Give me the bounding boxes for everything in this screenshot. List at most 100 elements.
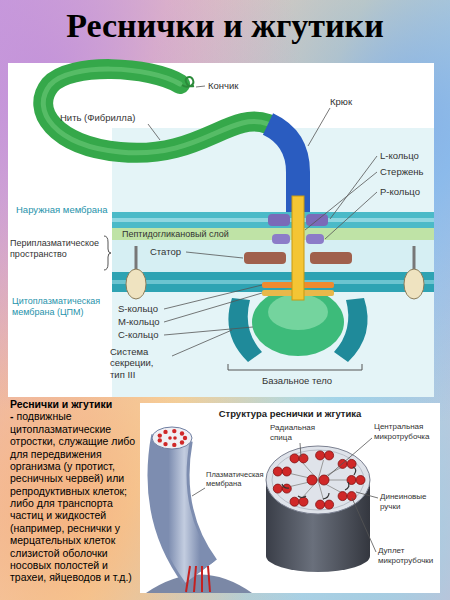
axoneme-cross-section [273, 484, 282, 493]
flagellum-filament [182, 77, 194, 87]
cilium-tube [163, 442, 167, 446]
axoneme-cross-section [345, 482, 349, 490]
stator-units [404, 269, 424, 299]
part-label: Стержень [380, 166, 424, 177]
basal-body [306, 234, 324, 244]
axoneme-cross-section [282, 484, 289, 488]
axoneme-cross-section [282, 467, 291, 476]
cilium-tube [169, 438, 201, 572]
stator-units [126, 269, 146, 299]
description: Реснички и жгутики -подвижные цитоплазма… [10, 398, 137, 584]
leader-lines [164, 327, 253, 335]
part-label: P-кольцо [380, 186, 420, 197]
basal-body [252, 196, 344, 356]
layer-label: Цитоплазматическая мембрана (ЦПМ) [12, 296, 112, 318]
leader-lines [300, 443, 301, 457]
flagellum-filament [43, 69, 268, 153]
flagellum-filament [43, 69, 268, 153]
part-label: Центральная микротрубочка [374, 422, 438, 441]
axoneme-cross-section [356, 476, 365, 485]
description-body: подвижные цитоплазматические отростки, с… [10, 410, 135, 583]
part-label: Плазматическая мембрана [206, 470, 266, 488]
flagellum-panel [8, 63, 434, 397]
stator-units [310, 252, 352, 264]
axoneme-cross-section [325, 500, 334, 509]
panel-heading: Структура реснички и жгутика [140, 408, 440, 419]
part-label: M-кольцо [118, 316, 160, 327]
flagellum-panel [112, 128, 434, 397]
cilium-tube [168, 436, 172, 440]
part-label: L-кольцо [380, 150, 419, 161]
axoneme-cross-section [319, 475, 329, 485]
bracket [104, 236, 111, 270]
part-label: Кончик [208, 80, 238, 91]
cilium-tube [146, 575, 252, 594]
part-label: Базальное тело [262, 375, 332, 386]
part-label: S-кольцо [118, 303, 158, 314]
axoneme-cross-section [323, 493, 329, 499]
axoneme-cross-section [307, 475, 317, 485]
cilium-tube [208, 566, 210, 592]
axoneme-cross-section [316, 500, 325, 509]
axoneme-cross-section [288, 460, 350, 500]
leader-lines [356, 492, 378, 498]
cilium-tube [183, 436, 187, 440]
cilium-tube [169, 438, 201, 572]
cilium-tube [186, 566, 210, 592]
axoneme-cross-section [299, 497, 308, 506]
basal-body [268, 214, 290, 226]
cilium-tube [173, 436, 177, 440]
leader-lines [308, 108, 330, 146]
leader-lines [325, 192, 377, 239]
axoneme-cross-section [347, 492, 356, 501]
leader-lines [352, 498, 376, 552]
axoneme-cross-section [347, 459, 356, 468]
axoneme-cross-section [353, 467, 356, 475]
cilium-panel [140, 403, 440, 593]
axoneme-cross-section [325, 451, 334, 460]
cilium-tube [158, 429, 188, 447]
part-label: Крюк [330, 96, 352, 107]
cilium-tube [172, 443, 176, 447]
cilium-tube [172, 429, 176, 433]
axoneme-cross-section [299, 454, 308, 463]
part-label: Система секреции, тип III [110, 346, 170, 380]
axoneme-cross-section [290, 497, 299, 506]
part-label: Динеиновые ручки [380, 492, 436, 511]
leader-lines [305, 172, 377, 230]
layer-label: Наружная мембрана [16, 204, 108, 215]
leader-lines [164, 293, 262, 322]
cilium-tube [194, 566, 196, 592]
flagellum-panel [112, 272, 434, 292]
cilium-panel [140, 403, 440, 593]
axoneme-cross-section [338, 492, 347, 501]
cilium-tube [163, 430, 167, 434]
cilium-tube [186, 566, 190, 592]
part-label: Дуплет микротрубочки [378, 546, 438, 565]
part-label: Радиальная спица [270, 423, 332, 442]
bracket [228, 364, 362, 370]
flagellum-panel [112, 212, 434, 228]
basal-body [292, 196, 304, 300]
cilium-tube [158, 438, 162, 442]
leader-lines [148, 124, 160, 140]
leader-lines [148, 86, 377, 356]
stator-units [126, 246, 424, 299]
layer-label: Периплазматическое пространство [10, 238, 104, 260]
leader-lines [186, 252, 243, 258]
axoneme-cross-section [282, 484, 291, 493]
cilium-tube [152, 427, 192, 449]
axoneme-cross-section [266, 446, 370, 572]
layer-label: Пептидогликановый слой [122, 229, 229, 240]
leader-lines [196, 86, 205, 87]
leader-lines [330, 156, 377, 219]
leader-lines [192, 488, 205, 496]
basal-body [272, 234, 290, 244]
axoneme-cross-section [273, 451, 365, 509]
axoneme-cross-section [290, 454, 299, 463]
cilium-tube [180, 440, 184, 444]
axoneme-cross-section [273, 467, 282, 476]
cilium-tube [201, 566, 203, 592]
axoneme-cross-section [273, 451, 365, 509]
part-label: C-кольцо [118, 329, 158, 340]
